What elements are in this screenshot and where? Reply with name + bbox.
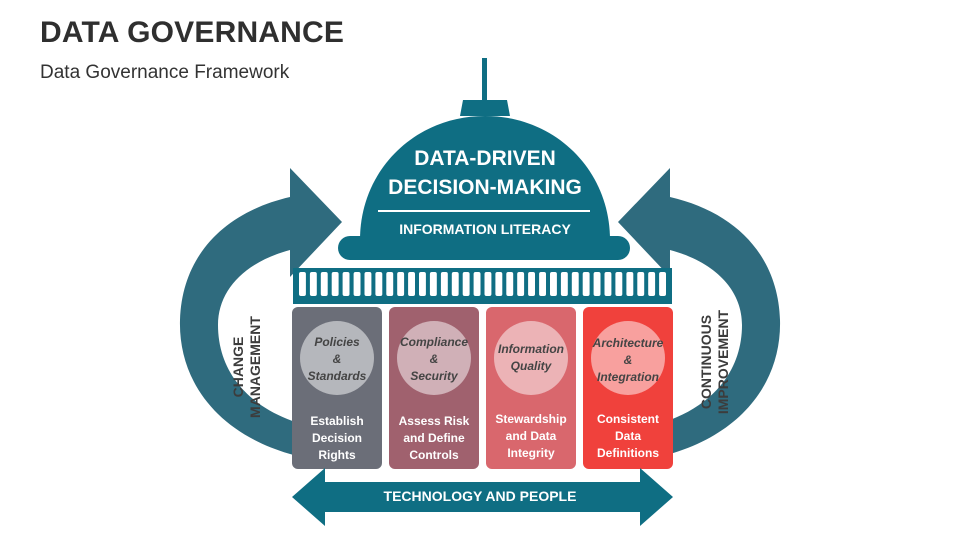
pillar-3-desc-line1: Stewardship [495,412,567,426]
colonnade-gap [309,272,317,296]
pillar-3-desc-line3: Integrity [507,446,555,460]
colonnade-gap [299,272,306,296]
colonnade-frame [293,268,672,298]
pillar-2-circle [397,321,471,395]
pillar-2-title-line1: Compliance [399,335,468,349]
pillar-4-desc-line3: Definitions [597,446,659,460]
colonnade [293,268,672,298]
colonnade-gap [353,272,361,296]
pillar-2-title: Compliance & Security [394,334,474,385]
pillar-4-desc-line1: Consistent [596,412,659,426]
pillar-4-circle [591,321,665,395]
change-management-line2: MANAGEMENT [247,316,263,418]
continuous-improvement-line1: CONTINUOUS [698,314,714,410]
change-management-label: CHANGE MANAGEMENT [230,257,264,477]
colonnade-gap [320,272,328,296]
pillar-4-title-line2: & [623,353,633,367]
pillar-1-title-line1: Policies [314,335,360,349]
pillar-4-desc-line2: Data [614,429,641,443]
pillar-3-title-line1: Information [498,342,564,356]
colonnade-gap [440,272,448,296]
change-management-line1: CHANGE [230,336,246,398]
right-curved-arrow [618,168,781,462]
colonnade-gap [495,272,503,296]
colonnade-gap [626,272,634,296]
page-subtitle: Data Governance Framework [40,62,290,83]
dome-subtitle: INFORMATION LITERACY [399,221,571,237]
colonnade-gap [331,272,339,296]
dome-base [338,236,630,260]
pillar-2-desc-line1: Assess Risk [398,414,470,428]
colonnade-gap [386,272,394,296]
bottom-double-arrow [292,468,673,526]
colonnade-gap [375,272,383,296]
pillar-1-description: Establish Decision Rights [291,413,383,464]
pillar-2-title-line3: Security [410,369,458,383]
pillar-1-title-line3: Standards [307,369,367,383]
dome-divider [378,210,590,212]
colonnade-gap [451,272,459,296]
colonnade-gap [582,272,590,296]
pillar-4-description: Consistent Data Definitions [582,411,674,462]
colonnade-gap [604,272,612,296]
pillar-4-title-line3: Integration [597,370,659,384]
pillar-4-title-line1: Architecture [592,336,664,350]
pillar-1-circle [300,321,374,395]
dome-title-line2: DECISION-MAKING [388,176,582,199]
colonnade-gap [615,272,623,296]
dome-title-line1: DATA-DRIVEN [414,147,556,170]
colonnade-gap [342,272,350,296]
colonnade-gap [550,272,557,296]
pillar-1-desc-line1: Establish [310,414,364,428]
colonnade-gap [517,272,525,296]
colonnade-gap [539,272,546,296]
colonnade-gap [593,272,601,296]
pillar-3-title: Information Quality [491,341,571,375]
pillar-1-title-line2: & [332,352,342,366]
colonnade-gap [397,272,405,296]
pillar-2-description: Assess Risk and Define Controls [388,413,480,464]
dome-antenna [482,58,487,106]
pillar-1-title: Policies & Standards [297,334,377,385]
dome [360,116,610,240]
pillar-1-desc-line2: Decision [311,431,362,445]
colonnade-gap [648,272,656,296]
pillar-1-desc-line3: Rights [318,448,356,462]
colonnade-gap [419,272,426,296]
pillar-3-circle [494,321,568,395]
colonnade-gap [364,272,372,296]
colonnade-gap [560,272,568,296]
continuous-improvement-line2: IMPROVEMENT [715,309,731,415]
colonnade-gap [408,272,415,296]
continuous-improvement-label: CONTINUOUS IMPROVEMENT [698,252,732,472]
colonnade-gap [473,272,481,296]
pillar-4-title: Architecture & Integration [588,335,668,386]
pillar-2-desc-line3: Controls [409,448,459,462]
pillar-3-description: Stewardship and Data Integrity [485,411,577,462]
dome-cap [460,100,510,116]
colonnade-gap [637,272,645,296]
left-curved-arrow [179,168,342,462]
pillar-2-desc-line2: and Define [403,431,465,445]
colonnade-gap [571,272,579,296]
technology-and-people-label: TECHNOLOGY AND PEOPLE [383,488,577,504]
colonnade-gap [659,272,666,296]
colonnade-gap [429,272,437,296]
colonnade-bottom-rail [293,298,672,304]
colonnade-gap [528,272,535,296]
colonnade-gap [462,272,470,296]
pillar-2-title-line2: & [429,352,439,366]
colonnade-gap [506,272,514,296]
pillar-3-title-line2: Quality [510,359,552,373]
colonnade-gap [484,272,492,296]
pillar-3-desc-line2: and Data [505,429,557,443]
page-title: DATA GOVERNANCE [40,16,345,49]
